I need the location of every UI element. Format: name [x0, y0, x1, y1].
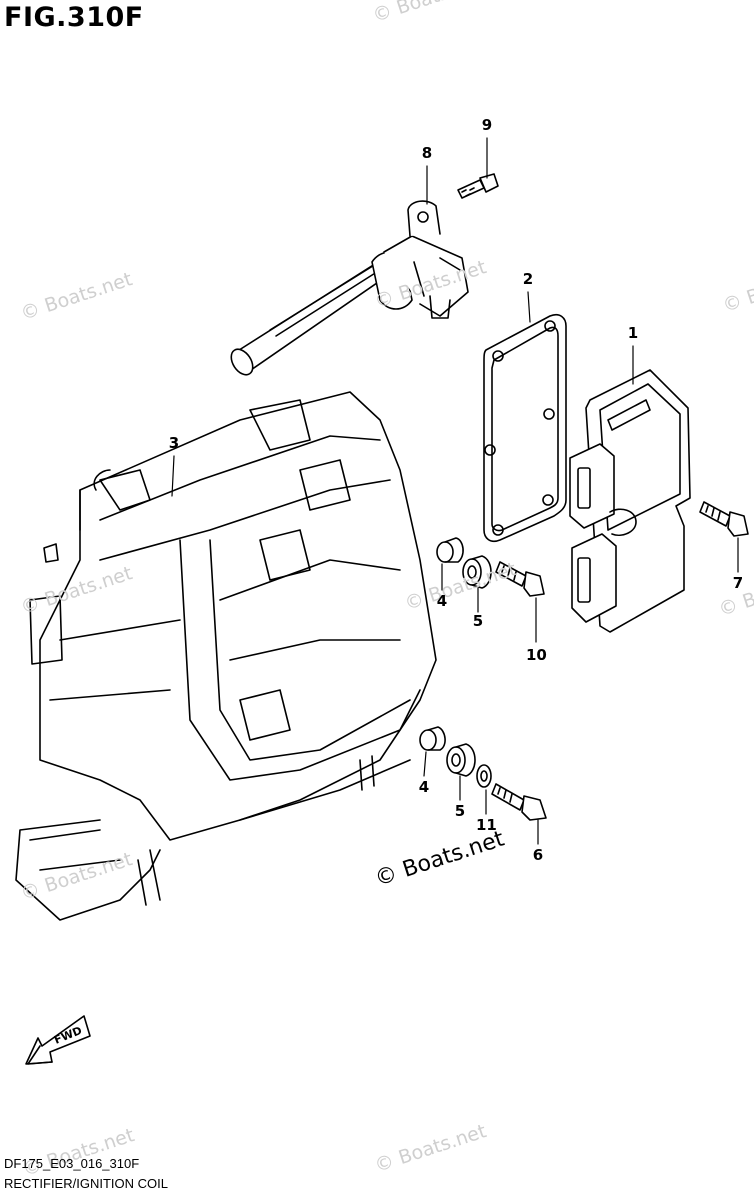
bushing-5a-part	[462, 555, 492, 589]
callout-10: 10	[526, 646, 547, 664]
callout-5-upper: 5	[472, 612, 484, 630]
bracket-part	[15, 391, 437, 921]
bolt-9-part	[457, 173, 499, 199]
callout-6: 6	[532, 846, 544, 864]
bolt-7-part	[699, 501, 749, 537]
leader-lines	[171, 137, 739, 845]
callout-8: 8	[421, 144, 433, 162]
callout-2: 2	[522, 270, 534, 288]
rectifier-part	[569, 369, 691, 633]
gasket-part	[483, 313, 567, 543]
figure-title: FIG.310F	[4, 2, 144, 33]
bushing-5b-part	[446, 743, 476, 777]
figure-name: RECTIFIER/IGNITION COIL	[4, 1176, 168, 1191]
figure-code: DF175_E03_016_310F	[4, 1156, 140, 1171]
callout-11: 11	[476, 816, 497, 834]
callout-9: 9	[481, 116, 493, 134]
fwd-arrow-icon	[25, 1015, 91, 1065]
callout-3: 3	[168, 434, 180, 452]
callout-5-lower: 5	[454, 802, 466, 820]
grommet-4b-part	[419, 726, 446, 751]
bolt-10-part	[495, 561, 545, 597]
callout-4-lower: 4	[418, 778, 430, 796]
ignition-coil-part	[230, 200, 469, 376]
callout-1: 1	[627, 324, 639, 342]
washer-part	[476, 764, 492, 788]
grommet-4a-part	[436, 537, 464, 563]
callout-4-upper: 4	[436, 592, 448, 610]
bolt-6-part	[491, 783, 547, 821]
callout-7: 7	[732, 574, 744, 592]
